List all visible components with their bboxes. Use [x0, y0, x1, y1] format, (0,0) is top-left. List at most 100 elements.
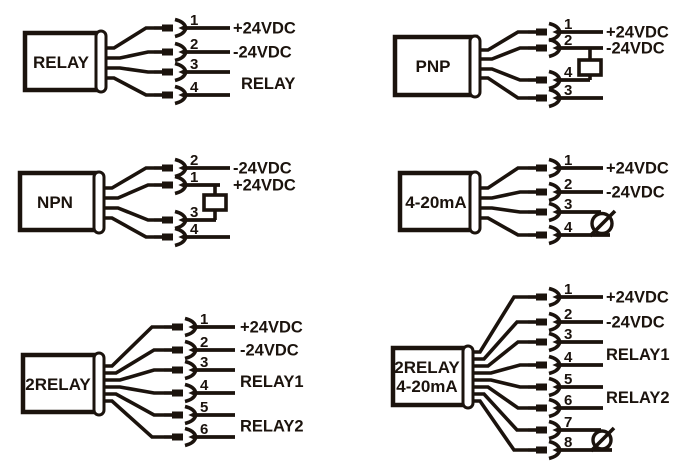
sensor-box	[392, 34, 479, 98]
wire	[104, 368, 164, 382]
terminal-connector-icon	[162, 339, 198, 361]
wire	[480, 190, 528, 200]
pin-number: 3	[564, 196, 572, 213]
wire	[104, 385, 164, 395]
cable-gland-icon	[92, 170, 106, 235]
terminal-connector-icon	[152, 174, 188, 196]
cable-gland-icon	[461, 344, 475, 410]
terminal-label: +24VDC	[233, 20, 296, 38]
terminal-connector-icon	[162, 359, 198, 381]
pin-number: 4	[190, 79, 199, 96]
wire	[473, 392, 528, 432]
terminal-label: -24VDC	[233, 44, 292, 62]
wire	[473, 399, 528, 452]
terminal-connector-icon	[152, 61, 188, 83]
wire	[104, 183, 154, 200]
wire	[480, 67, 528, 82]
wire	[480, 46, 528, 61]
pair-label: RELAY2	[240, 418, 304, 436]
wire	[473, 378, 528, 389]
wire	[473, 363, 528, 375]
sensor-box	[22, 30, 101, 93]
cable-gland-icon	[468, 170, 482, 235]
wire	[473, 295, 528, 354]
pin-number: 1	[190, 169, 198, 186]
diagram-2relay: 2RELAY 1 2 3 4 5 6 +24VDC -24VDC RELAY1 …	[20, 311, 304, 448]
terminal-connector-icon	[526, 354, 562, 376]
pin-number: 1	[564, 16, 572, 33]
terminal-connector-icon	[162, 382, 198, 404]
terminal-label: +24VDC	[233, 177, 296, 195]
terminal-connector-icon	[162, 426, 198, 448]
current-meter-icon	[589, 426, 616, 453]
box-label: 4-20mA	[405, 193, 466, 212]
wire	[104, 348, 164, 375]
terminal-connector-icon	[526, 311, 562, 333]
meter-slash	[589, 426, 616, 453]
pair-label: RELAY1	[240, 373, 304, 391]
pin-number: 4	[200, 377, 209, 394]
box-label-line1: 2RELAY	[394, 358, 460, 377]
terminal-connector-icon	[526, 376, 562, 398]
wire	[480, 30, 528, 52]
pin-number: 4	[190, 221, 199, 238]
terminal-connector-icon	[526, 21, 562, 43]
wire	[106, 76, 154, 97]
terminal-connector-icon	[152, 17, 188, 39]
meter-slash	[588, 209, 617, 238]
terminal-connector-icon	[526, 419, 562, 441]
pin-number: 2	[564, 32, 572, 49]
wire	[473, 320, 528, 361]
pin-number: 2	[200, 334, 208, 351]
terminal-connector-icon	[526, 37, 562, 59]
terminal-connector-icon	[526, 69, 562, 91]
pin-number: 4	[564, 64, 573, 81]
wire	[104, 399, 164, 439]
pin-number: 4	[564, 219, 573, 236]
pin-number: 8	[564, 434, 572, 451]
terminal-label: -24VDC	[606, 184, 665, 202]
current-meter-icon	[588, 209, 617, 238]
sensor-box	[397, 170, 478, 233]
terminal-label: +24VDC	[606, 160, 669, 178]
pin-number: 5	[564, 371, 572, 388]
terminal-label: +24VDC	[240, 319, 303, 337]
terminal-connector-icon	[526, 201, 562, 223]
wire	[104, 216, 154, 239]
terminal-label: -24VDC	[240, 342, 299, 360]
diagram-2relay-4-20ma: 2RELAY 4-20mA 1 2 3 4 5	[390, 281, 670, 461]
terminal-label: +24VDC	[606, 289, 669, 307]
cable-gland-icon	[94, 29, 108, 94]
pin-number: 2	[190, 152, 198, 169]
pin-number: 2	[564, 176, 572, 193]
terminal-connector-icon	[152, 84, 188, 106]
terminal-label: +24VDC	[606, 24, 669, 42]
diagram-pnp: PNP 1 2 4 3 +24VDC -24VDC	[392, 16, 669, 109]
terminal-connector-icon	[526, 397, 562, 419]
diagram-npn: NPN 2 1 3 4 -24VDC +24VDC	[17, 152, 296, 248]
pin-number: 3	[564, 326, 572, 343]
terminal-connector-icon	[526, 331, 562, 353]
wire	[473, 340, 528, 368]
cable-gland-icon	[92, 351, 106, 417]
wire	[480, 166, 528, 190]
pin-number: 2	[190, 36, 198, 53]
pin-number: 3	[190, 204, 198, 221]
wire	[106, 66, 154, 74]
sensor-box	[17, 170, 101, 233]
pin-number: 2	[564, 306, 572, 323]
wire	[104, 206, 154, 222]
diagram-relay: RELAY 1 2 3 4 +24VDC -24VDC RELAY	[22, 12, 296, 106]
pin-number: 1	[564, 152, 572, 169]
box-label: 2RELAY	[25, 375, 91, 394]
pin-number: 3	[200, 354, 208, 371]
box-label: PNP	[416, 57, 451, 76]
terminal-connector-icon	[526, 157, 562, 179]
pair-label: RELAY1	[606, 346, 670, 364]
terminal-connector-icon	[526, 439, 562, 461]
pin-number: 1	[190, 12, 198, 29]
pin-number: 3	[564, 82, 572, 99]
terminal-connector-icon	[162, 316, 198, 338]
